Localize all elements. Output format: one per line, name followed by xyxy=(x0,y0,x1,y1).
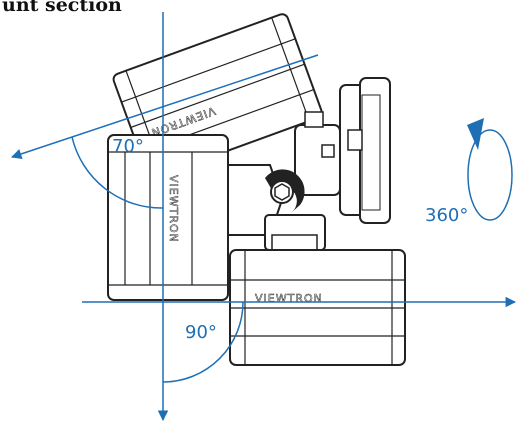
tilt-angle-arc xyxy=(71,136,164,209)
pan-angle-arc xyxy=(162,301,244,383)
rotate-angle-label: 360° xyxy=(425,205,468,226)
section-heading: unt section xyxy=(2,0,122,16)
vertical-camera-logo: VIEWTRON xyxy=(167,175,180,243)
vertical-camera-body: VIEWTRON xyxy=(107,134,229,301)
rotation-indicator xyxy=(467,118,513,221)
wall-mount-plate xyxy=(339,77,391,224)
horizontal-camera-logo: VIEWTRON xyxy=(255,292,323,305)
pan-angle-label: 90° xyxy=(185,322,217,343)
tilt-angle-label: 70° xyxy=(112,136,144,157)
tilt-axis-line xyxy=(11,54,319,159)
pivot-knob xyxy=(265,111,341,212)
bracket-joint xyxy=(227,164,326,251)
rotation-arrow-icon xyxy=(467,118,484,150)
horizontal-camera-body: VIEWTRON xyxy=(229,249,406,366)
